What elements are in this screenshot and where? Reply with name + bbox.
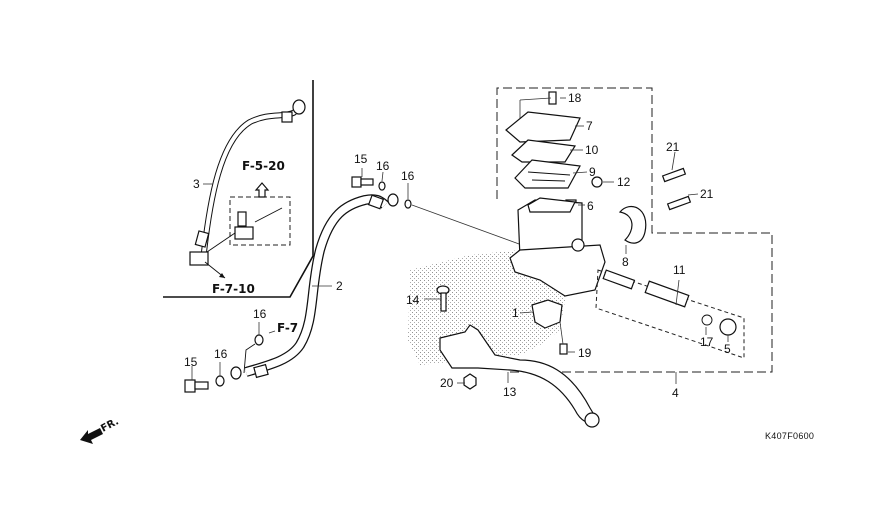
master-cylinder-body[interactable] — [509, 197, 606, 297]
callout-5: 5 — [724, 342, 731, 356]
inset-panel — [163, 80, 314, 298]
callout-12: 12 — [617, 175, 631, 189]
master-cylinder-assembly-boundary — [496, 87, 773, 373]
callout-15-lower: 15 — [184, 355, 198, 369]
piston-set-11[interactable] — [595, 269, 745, 359]
front-indicator: FR. — [80, 416, 121, 444]
bolt-21-b[interactable] — [666, 195, 692, 211]
callout-14: 14 — [406, 293, 420, 307]
washer-16-b[interactable] — [404, 199, 412, 209]
callout-10: 10 — [585, 143, 599, 157]
callout-16-a: 16 — [376, 159, 390, 173]
callout-11: 11 — [673, 263, 686, 277]
callout-labels: 3 2 15 16 16 18 7 10 9 12 6 8 11 17 5 21… — [184, 91, 731, 400]
callout-13: 13 — [503, 385, 517, 399]
front-label: FR. — [99, 416, 121, 434]
callout-4: 4 — [672, 386, 679, 400]
nut-20[interactable] — [463, 373, 477, 390]
callout-3: 3 — [193, 177, 200, 191]
callout-21-b: 21 — [700, 187, 714, 201]
washer-16-c[interactable] — [215, 375, 225, 387]
pivot-bolt-14[interactable] — [436, 285, 450, 312]
oil-bolt-15-lower[interactable] — [184, 379, 209, 393]
up-arrow-icon — [254, 182, 270, 198]
callout-15-upper: 15 — [354, 152, 368, 166]
brake-lever-13[interactable] — [439, 324, 600, 428]
callout-9: 9 — [589, 165, 596, 179]
callout-16-b: 16 — [401, 169, 415, 183]
leader-lines — [191, 97, 729, 384]
front-arrow-icon — [80, 428, 103, 444]
bolt-21-a[interactable] — [661, 167, 687, 183]
callout-19: 19 — [578, 346, 592, 360]
diaphragm-plate-9[interactable] — [514, 159, 581, 189]
callout-20: 20 — [440, 376, 454, 390]
cap-12[interactable] — [591, 176, 603, 188]
diaphragm-10[interactable] — [511, 139, 577, 163]
ref-lower[interactable]: F-7-10 — [212, 282, 255, 296]
ref-upper[interactable]: F-5-20 — [242, 159, 285, 173]
callout-1: 1 — [512, 306, 519, 320]
boot-5[interactable] — [719, 318, 737, 336]
brake-hose-2[interactable] — [230, 193, 399, 380]
inset-detail — [204, 182, 291, 279]
circlip-17[interactable] — [701, 314, 713, 326]
figure-code: K407F0600 — [765, 431, 814, 441]
holder-8[interactable] — [618, 206, 647, 244]
washer-16-d[interactable] — [254, 334, 264, 346]
callout-2: 2 — [336, 279, 343, 293]
brake-hose-3[interactable] — [189, 99, 306, 266]
callout-16-d: 16 — [253, 307, 267, 321]
callout-8: 8 — [622, 255, 629, 269]
callout-6: 6 — [587, 199, 594, 213]
callout-18: 18 — [568, 91, 582, 105]
callout-16-c: 16 — [214, 347, 228, 361]
callout-7: 7 — [586, 119, 593, 133]
washer-16-a[interactable] — [378, 181, 386, 191]
ref-hose[interactable]: F-7 — [277, 321, 298, 335]
reservoir-cap-7[interactable] — [505, 111, 581, 143]
callout-21-a: 21 — [666, 140, 680, 154]
oil-bolt-15-upper[interactable] — [351, 176, 374, 188]
callout-17: 17 — [700, 335, 714, 349]
screw-19[interactable] — [559, 343, 568, 355]
